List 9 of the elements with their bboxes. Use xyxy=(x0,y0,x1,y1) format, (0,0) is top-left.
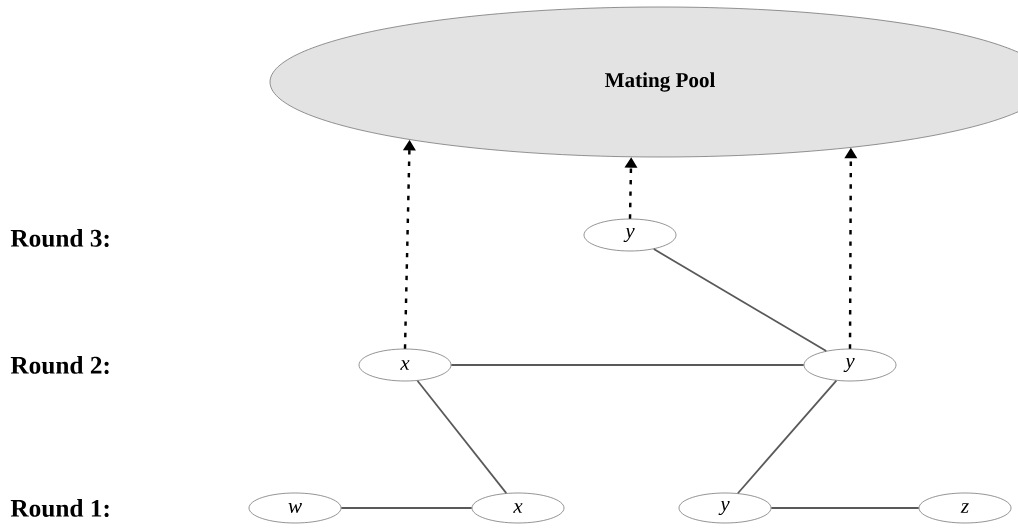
connector-line xyxy=(737,379,838,495)
connector-line xyxy=(340,507,473,509)
round-label: Round 1: xyxy=(10,499,109,517)
round-label: Round 3: xyxy=(10,229,109,247)
round-label: Round 2: xyxy=(10,356,109,374)
connector-line xyxy=(416,379,508,495)
connector-line xyxy=(652,248,828,352)
connector-line xyxy=(450,364,805,366)
connector-line xyxy=(770,507,920,509)
